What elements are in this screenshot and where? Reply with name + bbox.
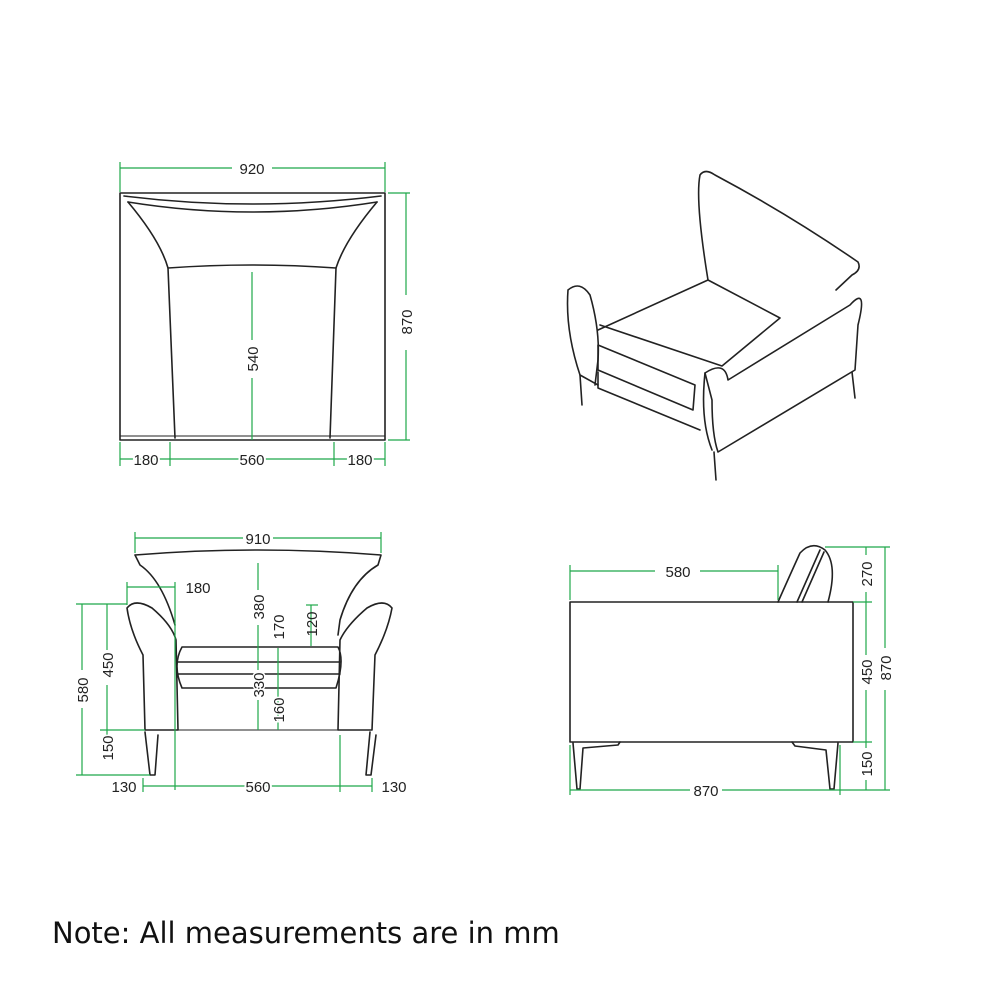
measurement-note: Note: All measurements are in mm — [52, 916, 560, 950]
dim-front-body-height: 450 — [100, 652, 117, 677]
dim-front-leg-left: 130 — [111, 779, 136, 796]
dim-front-back-height: 380 — [251, 594, 268, 619]
front-view: 910 180 380 170 120 330 160 580 450 150 … — [75, 531, 407, 798]
dim-front-leg-height: 150 — [100, 735, 117, 760]
dim-front-seat-base: 160 — [271, 697, 288, 722]
side-view: 580 870 270 450 150 870 — [569, 544, 895, 800]
dim-side-seat-depth: 580 — [665, 564, 690, 581]
dim-front-width: 910 — [245, 531, 270, 548]
perspective-view — [566, 170, 863, 481]
dim-top-arm-right: 180 — [347, 452, 372, 469]
dim-top-depth: 870 — [399, 309, 416, 334]
dim-front-cushion: 170 — [271, 614, 288, 639]
dim-front-seat-height: 330 — [251, 672, 268, 697]
dim-front-arm-width: 180 — [185, 580, 210, 597]
dim-top-width: 920 — [239, 161, 264, 178]
dim-top-seat-depth: 540 — [245, 346, 262, 371]
dim-top-seat-width: 560 — [239, 452, 264, 469]
dim-front-seat-width: 560 — [245, 779, 270, 796]
dim-front-leg-right: 130 — [381, 779, 406, 796]
dim-side-body-height: 450 — [859, 659, 876, 684]
dim-top-arm-left: 180 — [133, 452, 158, 469]
top-view: 920 870 540 180 560 180 — [119, 161, 416, 471]
dim-side-total-height: 870 — [878, 655, 895, 680]
dim-side-depth: 870 — [693, 783, 718, 800]
dim-front-arm-over-seat: 120 — [304, 611, 321, 636]
dim-front-total-height: 580 — [75, 677, 92, 702]
dim-side-leg-height: 150 — [859, 751, 876, 776]
dim-side-back-height: 270 — [859, 561, 876, 586]
